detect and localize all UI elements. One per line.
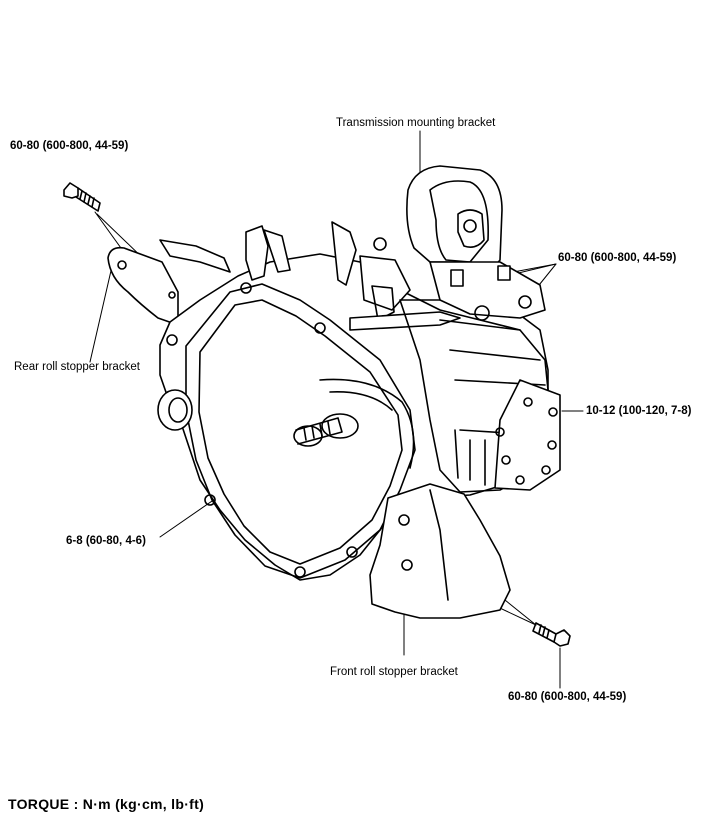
torque-units-legend: TORQUE : N·m (kg·cm, lb·ft) <box>8 796 205 812</box>
transmission-mounting-bracket-shape <box>406 165 546 321</box>
front-roll-stopper-bracket-shape <box>369 483 511 619</box>
torque-label-bottom-right: 60-80 (600-800, 44-59) <box>508 691 627 703</box>
torque-label-left-mid: 6-8 (60-80, 4-6) <box>66 535 146 547</box>
bolt-bottom-right <box>532 622 571 647</box>
torque-label-top-left: 60-80 (600-800, 44-59) <box>10 140 129 152</box>
bolt-top-left <box>63 182 101 212</box>
label-front-roll-stopper-bracket: Front roll stopper bracket <box>330 666 458 678</box>
label-transmission-mounting-bracket: Transmission mounting bracket <box>336 117 496 129</box>
transmission-case <box>157 221 561 581</box>
rear-roll-stopper-bracket-shape <box>107 239 231 326</box>
label-rear-roll-stopper-bracket: Rear roll stopper bracket <box>14 361 140 373</box>
torque-label-side-right: 10-12 (100-120, 7-8) <box>586 405 692 417</box>
torque-label-top-right: 60-80 (600-800, 44-59) <box>558 252 677 264</box>
